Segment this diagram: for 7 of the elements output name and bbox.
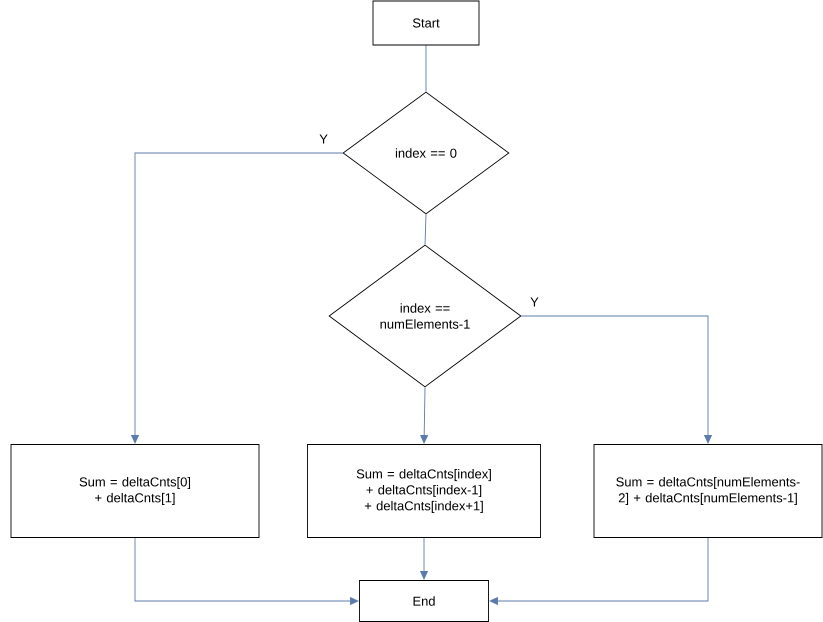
process-box: Sum = deltaCnts[numElements-2] + deltaCnts[numElements-1] bbox=[594, 444, 822, 538]
process-box: Start bbox=[372, 0, 480, 46]
process-box: Sum = deltaCnts[0] + deltaCnts[1] bbox=[10, 444, 260, 538]
edge-label: Y bbox=[529, 296, 540, 308]
edge-label: Y bbox=[318, 134, 329, 144]
process-box: End bbox=[359, 580, 489, 622]
process-box: Sum = deltaCnts[index] + deltaCnts[index-1] + deltaCnts[index+1] bbox=[307, 444, 541, 538]
